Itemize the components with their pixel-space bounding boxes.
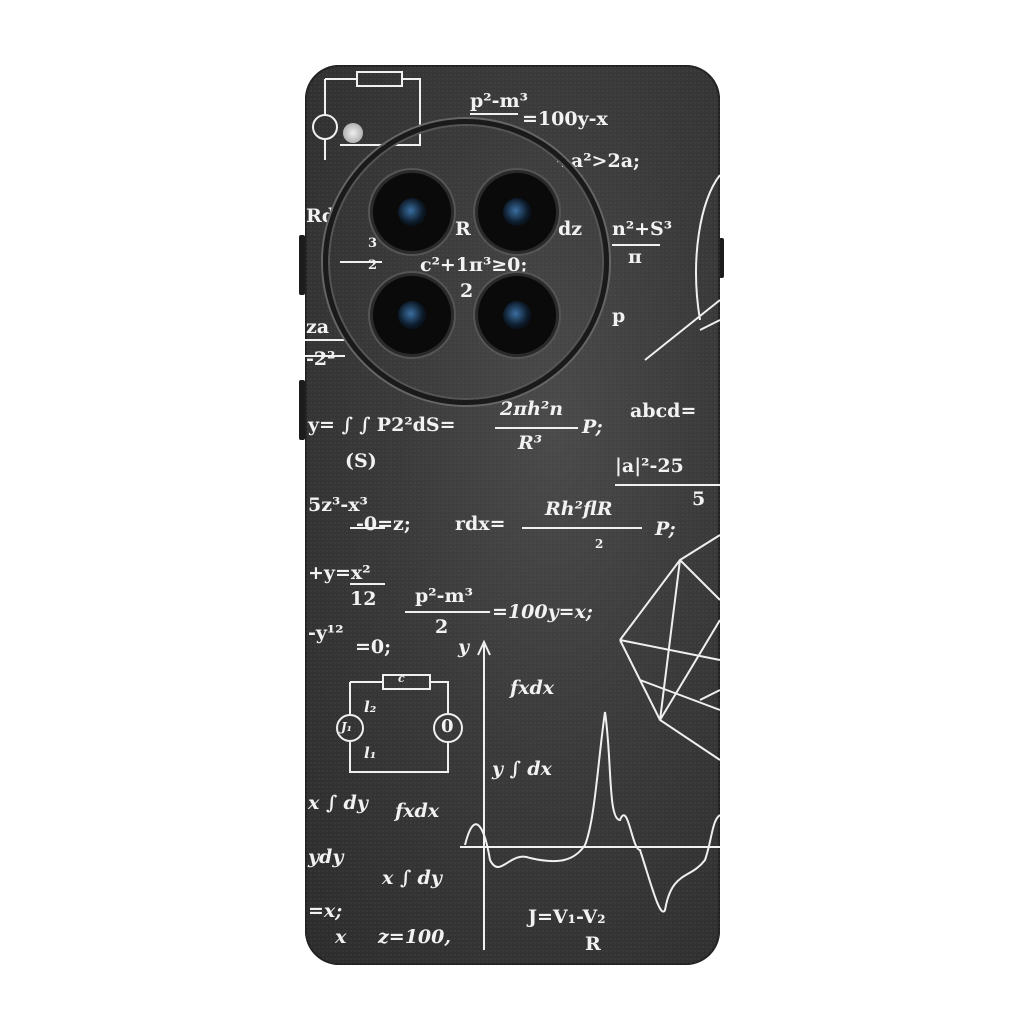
formula: J=V₁-V₂	[528, 906, 606, 928]
formula: 2	[595, 537, 604, 551]
camera-lens-icon	[478, 276, 556, 354]
formula: x ∫ dy	[382, 867, 442, 889]
formula: -0=z;	[356, 513, 411, 535]
formula: p²-m³	[470, 90, 528, 112]
formula: z=100,	[378, 926, 451, 948]
camera-lens-icon	[373, 173, 451, 251]
graph-axes	[460, 639, 721, 950]
formula: P;	[582, 416, 603, 438]
formula: -y¹²	[308, 622, 344, 644]
camera-lens-icon	[373, 276, 451, 354]
formula: =0;	[355, 636, 392, 658]
formula: c	[398, 672, 405, 685]
formula: =100y=x;	[492, 601, 593, 623]
formula: y= ∫ ∫ P2²dS=	[308, 414, 456, 436]
formula: n²+S³	[612, 218, 673, 240]
formula: π	[628, 246, 642, 268]
formula: 5z³-x³	[308, 494, 368, 516]
formula: ydy	[308, 846, 344, 868]
formula: =x;	[308, 900, 343, 922]
camera-module	[323, 119, 609, 405]
formula: p²-m³	[415, 585, 473, 607]
circuit-diagram-top	[312, 71, 421, 160]
formula: fxdx	[395, 800, 440, 822]
circuit-diagram	[336, 674, 463, 773]
formula: fxdx	[510, 677, 555, 699]
formula: 2πh²n	[500, 398, 564, 420]
formula: x	[335, 926, 347, 948]
formula: l₂	[364, 698, 377, 716]
formula: R³	[518, 432, 543, 454]
formula: Rh²flR	[545, 498, 613, 520]
formula: l₁	[364, 744, 377, 762]
formula: 5	[692, 488, 706, 510]
formula: x ∫ dy	[308, 792, 368, 814]
formula: rdx=	[455, 513, 506, 535]
formula: abcd=	[630, 400, 697, 422]
flash-icon	[343, 123, 363, 143]
formula: |a|²-25	[615, 455, 684, 477]
side-button-right	[719, 238, 724, 278]
formula: +y=x²	[308, 562, 371, 584]
formula: (S)	[345, 450, 377, 472]
formula: za	[306, 316, 330, 338]
formula: y ∫ dx	[492, 758, 552, 780]
formula: -2²	[306, 348, 336, 370]
triangle-lines	[644, 174, 721, 361]
fraction-bars	[305, 113, 720, 613]
polyhedron	[619, 534, 721, 761]
formula: =100y-x	[522, 108, 608, 130]
formula: P;	[655, 518, 676, 540]
formula: J₁	[341, 720, 352, 734]
formula: p	[612, 305, 626, 327]
formula: 0	[441, 716, 454, 737]
formula: 12	[350, 588, 377, 610]
formula: R	[585, 933, 601, 955]
camera-lens-icon	[478, 173, 556, 251]
formula: 2	[435, 616, 449, 638]
side-button-left	[299, 235, 305, 295]
formula: y	[458, 636, 470, 658]
formula: +a²>2a;	[555, 150, 641, 172]
side-button-left-lower	[299, 380, 305, 440]
